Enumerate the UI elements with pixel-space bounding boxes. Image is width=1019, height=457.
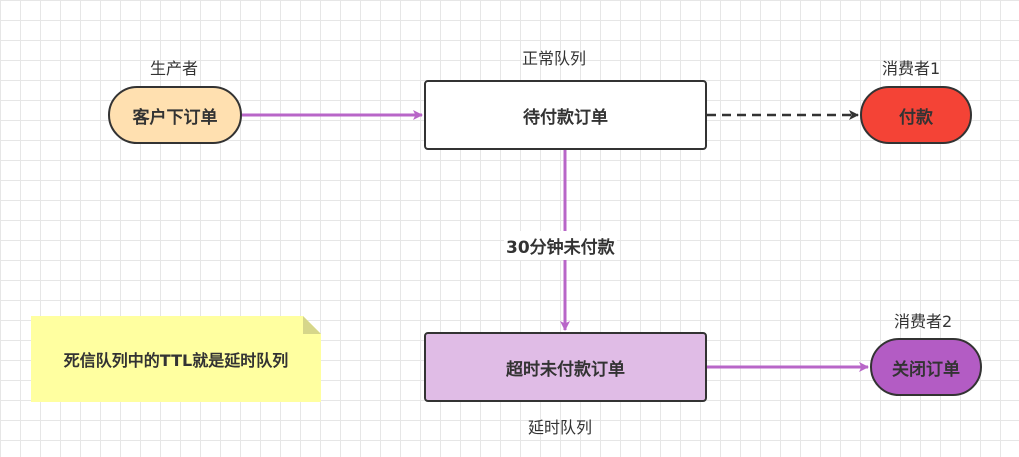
node-pay[interactable]: 付款 [860,86,972,144]
label-producer: 生产者 [150,59,199,78]
label-consumer2: 消费者2 [894,312,953,331]
node-pending-payment[interactable]: 待付款订单 [424,80,707,150]
node-timeout-unpaid[interactable]: 超时未付款订单 [424,332,707,402]
node-close-order[interactable]: 关闭订单 [870,338,982,396]
node-customer-order[interactable]: 客户下订单 [108,86,242,144]
label-normal-queue: 正常队列 [522,49,587,68]
note-text: 死信队列中的TTL就是延时队列 [63,351,289,370]
sticky-note: 死信队列中的TTL就是延时队列 [31,316,321,402]
edge-label-timeout: 30分钟未付款 [504,231,617,260]
label-delay-queue: 延时队列 [528,418,593,437]
label-consumer1: 消费者1 [882,59,941,78]
